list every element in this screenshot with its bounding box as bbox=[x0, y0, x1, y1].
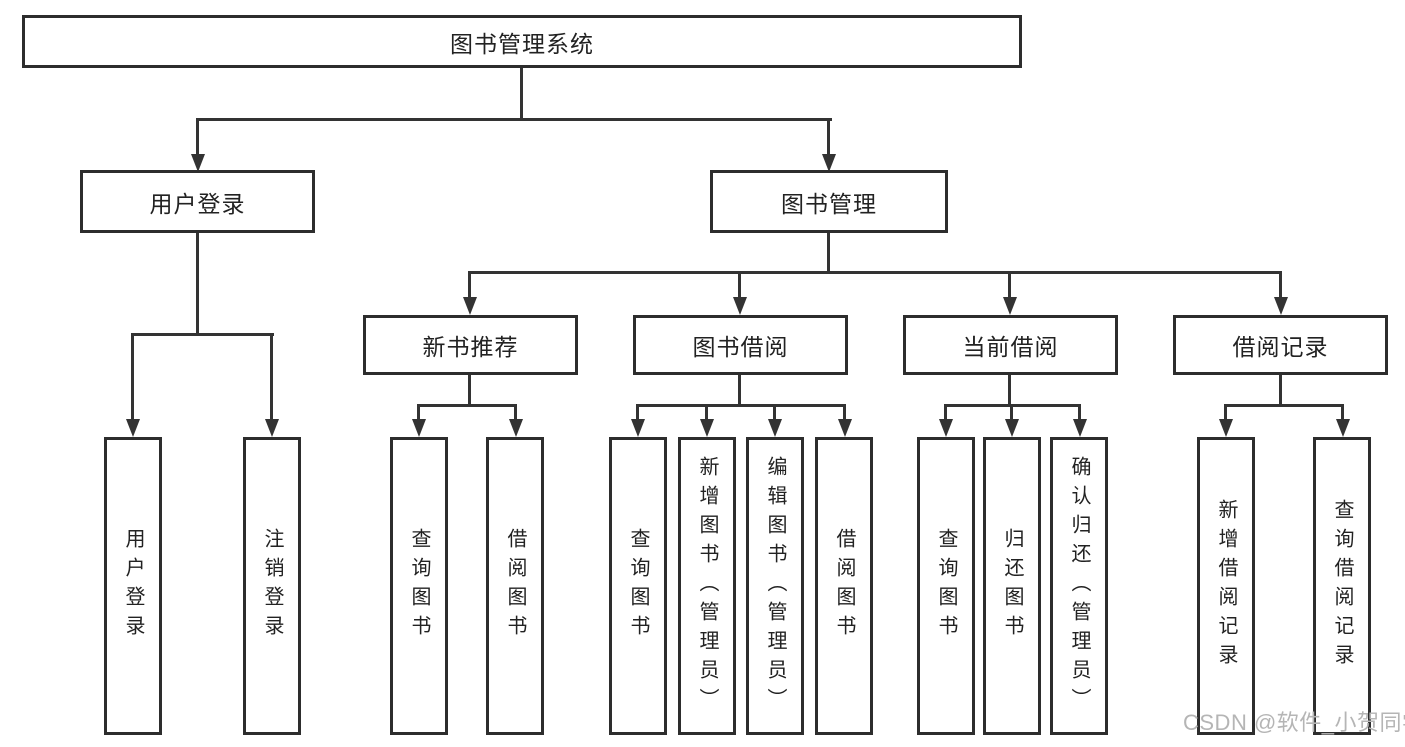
connector-line bbox=[1224, 404, 1344, 407]
node-label: 借阅记录 bbox=[1232, 334, 1329, 360]
arrow-down-icon bbox=[412, 419, 426, 437]
connector-line bbox=[944, 404, 947, 421]
connector-line bbox=[827, 233, 830, 274]
connector-line bbox=[738, 271, 741, 299]
node-book-borrowing: 图书借阅 bbox=[633, 315, 848, 375]
leaf-return-books: 归还图书 bbox=[983, 437, 1041, 735]
node-label: 编辑图书（管理员） bbox=[764, 455, 786, 717]
node-label: 归还图书 bbox=[1001, 528, 1023, 644]
node-borrowing-records: 借阅记录 bbox=[1173, 315, 1388, 375]
leaf-query-books-borrowing: 查询图书 bbox=[609, 437, 667, 735]
leaf-confirm-return-admin: 确认归还（管理员） bbox=[1050, 437, 1108, 735]
node-library-management-system: 图书管理系统 bbox=[22, 15, 1022, 68]
arrow-down-icon bbox=[1274, 297, 1288, 315]
node-label: 当前借阅 bbox=[962, 334, 1059, 360]
leaf-add-books-admin: 新增图书（管理员） bbox=[678, 437, 736, 735]
leaf-query-books-recommend: 查询图书 bbox=[390, 437, 448, 735]
arrow-down-icon bbox=[1336, 419, 1350, 437]
connector-line bbox=[270, 333, 273, 421]
connector-line bbox=[705, 404, 708, 421]
arrow-down-icon bbox=[733, 297, 747, 315]
connector-line bbox=[827, 118, 830, 158]
arrow-down-icon bbox=[191, 154, 205, 172]
node-label: 用户登录 bbox=[149, 190, 246, 217]
connector-line bbox=[843, 404, 846, 421]
arrow-down-icon bbox=[1005, 419, 1019, 437]
arrow-down-icon bbox=[700, 419, 714, 437]
connector-line bbox=[196, 233, 199, 336]
node-label: 图书管理系统 bbox=[450, 30, 594, 57]
connector-line bbox=[196, 118, 832, 121]
arrow-down-icon bbox=[838, 419, 852, 437]
node-user-login: 用户登录 bbox=[80, 170, 315, 233]
connector-line bbox=[131, 333, 274, 336]
connector-line bbox=[468, 271, 471, 299]
connector-line bbox=[1078, 404, 1081, 421]
arrow-down-icon bbox=[631, 419, 645, 437]
connector-line bbox=[520, 68, 523, 121]
node-new-book-recommend: 新书推荐 bbox=[363, 315, 578, 375]
leaf-user-login: 用户登录 bbox=[104, 437, 162, 735]
arrow-down-icon bbox=[509, 419, 523, 437]
node-label: 图书借阅 bbox=[692, 334, 789, 360]
connector-line bbox=[773, 404, 776, 421]
arrow-down-icon bbox=[1003, 297, 1017, 315]
node-book-management: 图书管理 bbox=[710, 170, 948, 233]
connector-line bbox=[1224, 404, 1227, 421]
node-label: 查询借阅记录 bbox=[1331, 499, 1353, 673]
connector-line bbox=[1279, 375, 1282, 407]
connector-line bbox=[417, 404, 420, 421]
leaf-edit-books-admin: 编辑图书（管理员） bbox=[746, 437, 804, 735]
connector-line bbox=[1010, 404, 1013, 421]
connector-line bbox=[468, 271, 1282, 274]
connector-line bbox=[1341, 404, 1344, 421]
connector-line bbox=[196, 118, 199, 158]
arrow-down-icon bbox=[768, 419, 782, 437]
connector-line bbox=[738, 375, 741, 407]
leaf-logout: 注销登录 bbox=[243, 437, 301, 735]
node-label: 查询图书 bbox=[935, 528, 957, 644]
node-label: 新书推荐 bbox=[422, 334, 519, 360]
arrow-down-icon bbox=[1219, 419, 1233, 437]
node-current-borrowing: 当前借阅 bbox=[903, 315, 1118, 375]
connector-line bbox=[1279, 271, 1282, 299]
connector-line bbox=[514, 404, 517, 421]
arrow-down-icon bbox=[1073, 419, 1087, 437]
connector-line bbox=[417, 404, 517, 407]
connector-line bbox=[468, 375, 471, 407]
connector-line bbox=[1008, 375, 1011, 407]
node-label: 图书管理 bbox=[781, 190, 877, 217]
csdn-watermark: CSDN @软件_小贺同学 bbox=[1183, 710, 1405, 735]
arrow-down-icon bbox=[463, 297, 477, 315]
arrow-down-icon bbox=[822, 154, 836, 172]
connector-line bbox=[1008, 271, 1011, 299]
node-label: 注销登录 bbox=[261, 528, 283, 644]
connector-line bbox=[131, 333, 134, 421]
arrow-down-icon bbox=[126, 419, 140, 437]
node-label: 新增图书（管理员） bbox=[696, 455, 718, 717]
node-label: 新增借阅记录 bbox=[1215, 499, 1237, 673]
leaf-borrow-books-recommend: 借阅图书 bbox=[486, 437, 544, 735]
node-label: 查询图书 bbox=[627, 528, 649, 644]
leaf-add-borrow-record: 新增借阅记录 bbox=[1197, 437, 1255, 735]
node-label: 借阅图书 bbox=[833, 528, 855, 644]
node-label: 借阅图书 bbox=[504, 528, 526, 644]
leaf-borrow-books: 借阅图书 bbox=[815, 437, 873, 735]
arrow-down-icon bbox=[939, 419, 953, 437]
leaf-query-borrow-record: 查询借阅记录 bbox=[1313, 437, 1371, 735]
arrow-down-icon bbox=[265, 419, 279, 437]
connector-line bbox=[636, 404, 639, 421]
connector-line bbox=[636, 404, 846, 407]
node-label: 查询图书 bbox=[408, 528, 430, 644]
leaf-query-books-current: 查询图书 bbox=[917, 437, 975, 735]
node-label: 确认归还（管理员） bbox=[1068, 455, 1090, 717]
node-label: 用户登录 bbox=[122, 528, 144, 644]
